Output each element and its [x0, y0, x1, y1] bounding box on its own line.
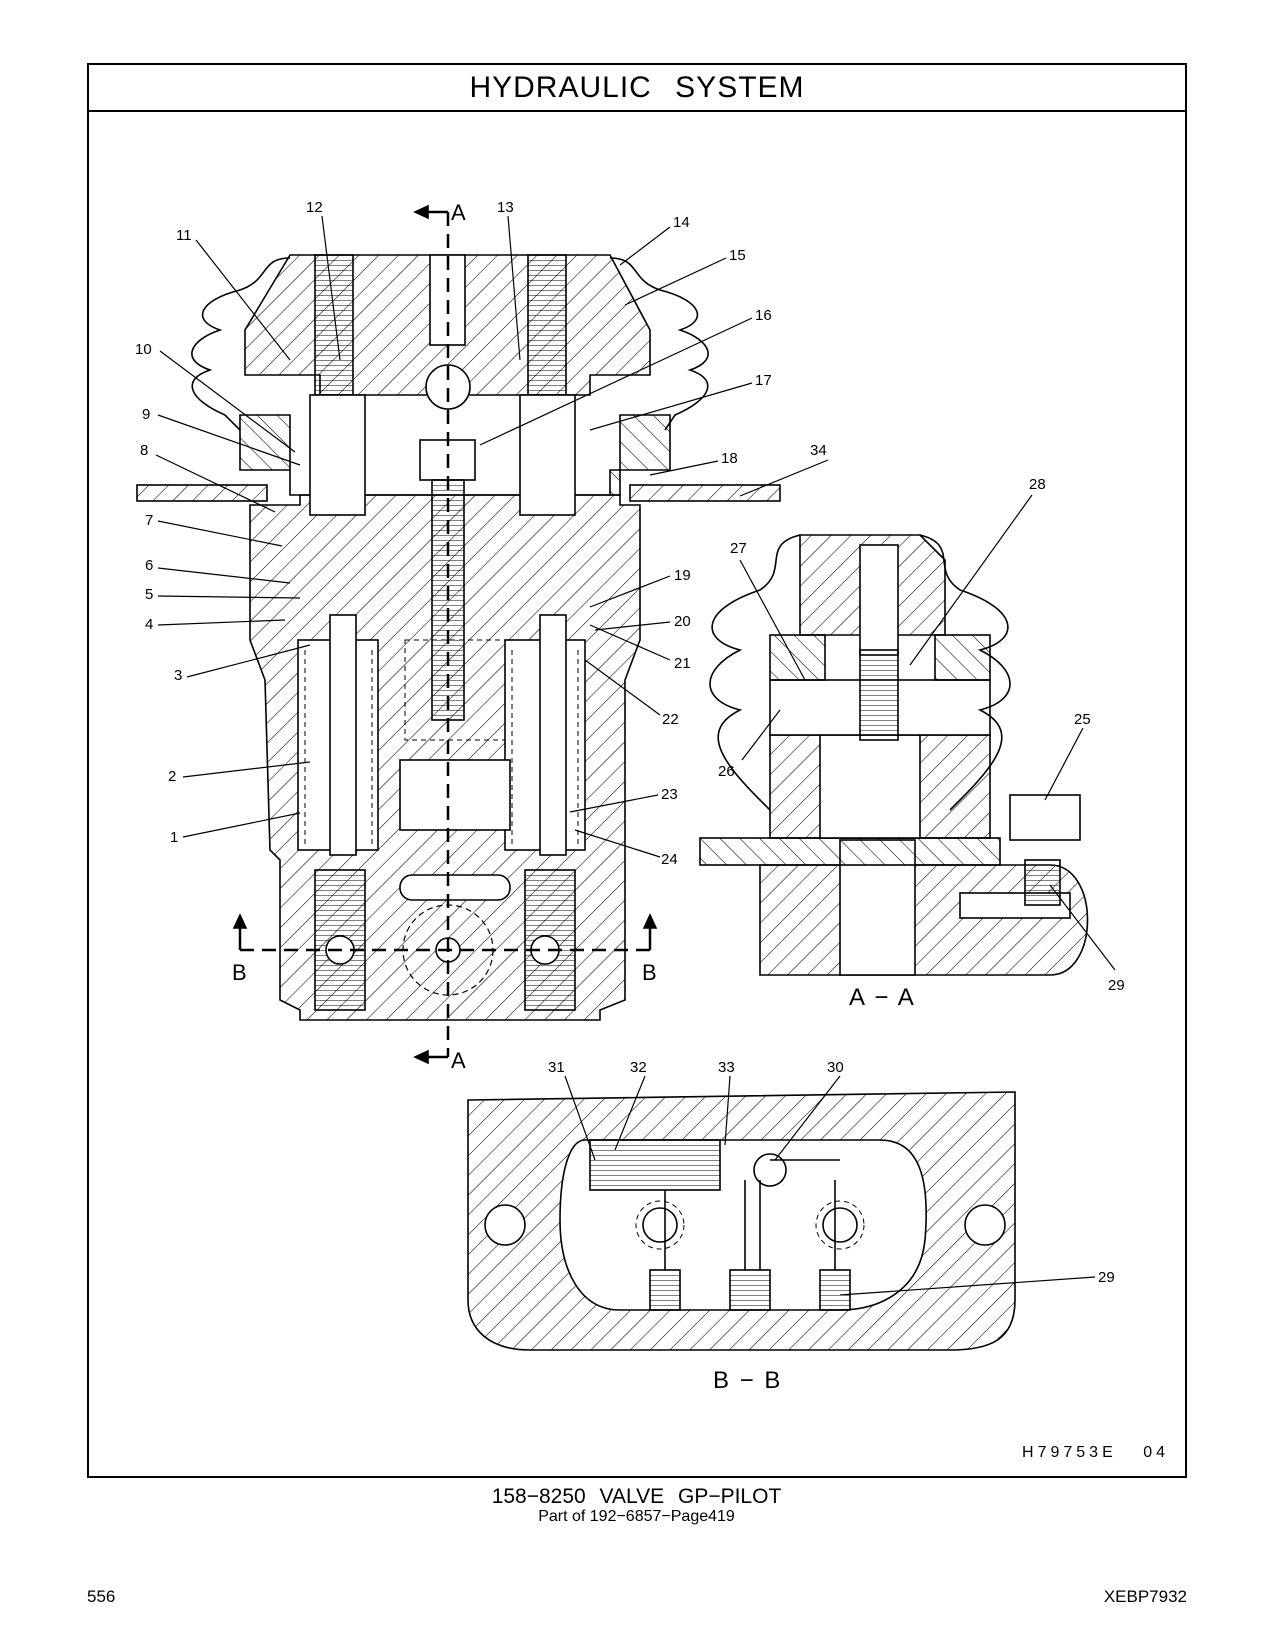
callout-3: 3	[174, 667, 182, 684]
document-number: XEBP7932	[1103, 1587, 1187, 1606]
main-section-view	[136, 204, 781, 1065]
section-marker-b-right: B	[642, 960, 657, 985]
callout-33: 33	[718, 1059, 735, 1076]
callout-labels: 11 12 13 14 15 16 17 18 34 10 9 8 7 6 5 …	[135, 199, 1125, 1286]
page-title: HYDRAULIC SYSTEM	[89, 65, 1185, 112]
callout-7: 7	[145, 512, 153, 529]
callout-23: 23	[661, 786, 678, 803]
callout-4: 4	[145, 616, 153, 633]
callout-31: 31	[548, 1059, 565, 1076]
callout-9: 9	[142, 406, 150, 423]
callout-13: 13	[497, 199, 514, 216]
leader-lines	[155, 215, 1116, 1296]
section-view-b-b	[467, 1091, 1016, 1351]
callout-18: 18	[721, 450, 738, 467]
drawing-frame: HYDRAULIC SYSTEM H79753E 04	[87, 63, 1187, 1478]
callout-29-b: 29	[1098, 1269, 1115, 1286]
callout-17: 17	[755, 372, 772, 389]
page-number: 556	[87, 1587, 116, 1606]
callout-12: 12	[306, 199, 323, 216]
callout-5: 5	[145, 586, 153, 603]
callout-16: 16	[755, 307, 772, 324]
section-marker-b-left: B	[232, 960, 247, 985]
illustration-reference: H79753E 04	[1022, 1444, 1169, 1461]
callout-8: 8	[140, 442, 148, 459]
callout-30: 30	[827, 1059, 844, 1076]
callout-25: 25	[1074, 711, 1091, 728]
callout-1: 1	[170, 829, 178, 846]
callout-15: 15	[729, 247, 746, 264]
section-view-a-a	[699, 534, 1089, 976]
callout-2: 2	[168, 768, 176, 785]
callout-20: 20	[674, 613, 691, 630]
callout-34: 34	[810, 442, 827, 459]
callout-24: 24	[661, 851, 678, 868]
callout-28: 28	[1029, 476, 1046, 493]
callout-6: 6	[145, 557, 153, 574]
callout-19: 19	[674, 567, 691, 584]
section-marker-a-top: A	[451, 200, 466, 225]
section-marker-a-bottom: A	[451, 1048, 466, 1073]
callout-27: 27	[730, 540, 747, 557]
callout-29: 29	[1108, 977, 1125, 994]
callout-26: 26	[718, 763, 735, 780]
section-caption-b-b: B − B	[713, 1367, 782, 1394]
callout-10: 10	[135, 341, 152, 358]
callout-32: 32	[630, 1059, 647, 1076]
callout-14: 14	[673, 214, 690, 231]
callout-22: 22	[662, 711, 679, 728]
part-subcaption: Part of 192−6857−Page419	[538, 1508, 735, 1525]
section-caption-a-a: A − A	[849, 984, 916, 1011]
callout-21: 21	[674, 655, 691, 672]
part-caption: 158−8250 VALVE GP−PILOT	[491, 1485, 782, 1508]
callout-11: 11	[176, 227, 192, 244]
